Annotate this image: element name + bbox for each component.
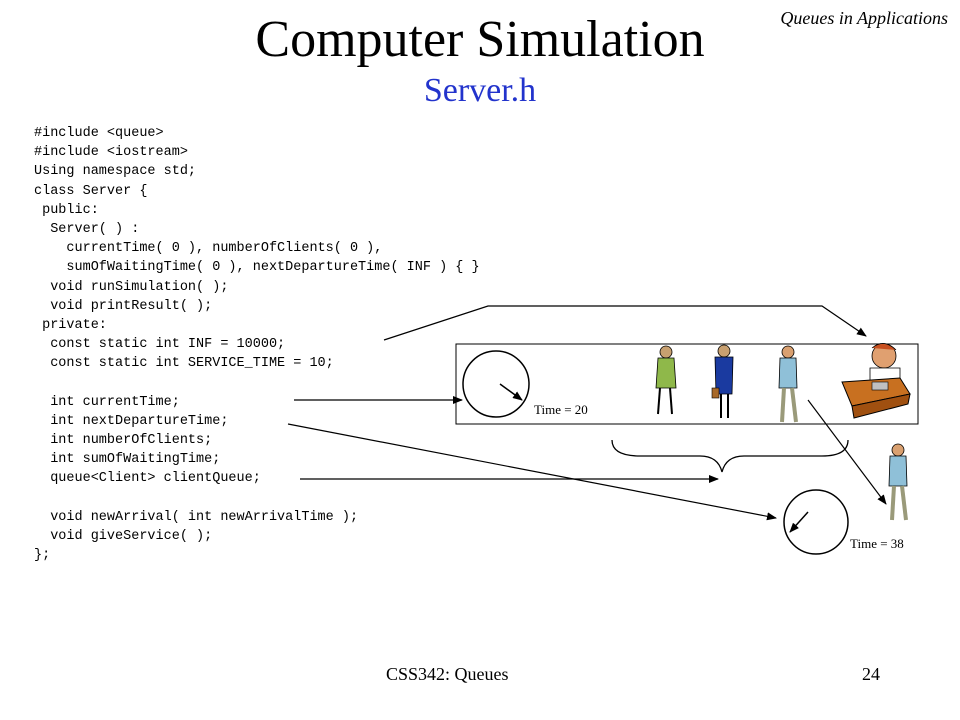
code-line: Server( ) : bbox=[34, 221, 140, 237]
code-line: void runSimulation( ); bbox=[34, 279, 229, 295]
clock-time-20 bbox=[462, 350, 530, 418]
code-line: private: bbox=[34, 317, 107, 333]
code-line: #include <queue> bbox=[34, 126, 164, 141]
queue-box bbox=[455, 343, 919, 425]
footer-course: CSS342: Queues bbox=[386, 664, 509, 684]
code-line: }; bbox=[34, 548, 51, 564]
section-header: Queues in Applications bbox=[780, 8, 948, 28]
code-line: int currentTime; bbox=[34, 394, 180, 410]
code-line: int numberOfClients; bbox=[34, 433, 213, 448]
code-line: void newArrival( int newArrivalTime ); bbox=[34, 509, 359, 525]
arrow-departure bbox=[807, 399, 887, 505]
arrow-departure-clock bbox=[287, 423, 777, 521]
queue-brace bbox=[611, 439, 849, 473]
person-icon bbox=[888, 443, 908, 521]
person-icon bbox=[655, 345, 677, 415]
slide-title: Computer Simulation bbox=[255, 11, 705, 68]
clock2-label: Time = 38 bbox=[850, 536, 904, 551]
person-icon bbox=[711, 344, 734, 418]
arrow-next-departure bbox=[383, 305, 867, 341]
slide-subtitle: Server.h bbox=[423, 72, 537, 109]
code-line: #include <iostream> bbox=[34, 145, 188, 161]
person-icon bbox=[778, 345, 798, 423]
code-line: Using namespace std; bbox=[34, 164, 197, 180]
code-line: sumOfWaitingTime( 0 ), nextDepartureTime… bbox=[34, 260, 480, 276]
code-line: void printResult( ); bbox=[34, 298, 213, 314]
code-line: void giveService( ); bbox=[34, 528, 213, 544]
code-line: currentTime( 0 ), numberOfClients( 0 ), bbox=[34, 241, 383, 257]
clock-time-38 bbox=[783, 489, 849, 555]
code-line: public: bbox=[34, 202, 99, 218]
clock1-label: Time = 20 bbox=[534, 402, 588, 417]
page-number: 24 bbox=[862, 664, 880, 684]
code-block: #include <queue> #include <iostream> Using… bbox=[34, 124, 480, 565]
code-line: int nextDepartureTime; bbox=[34, 413, 229, 429]
code-line: class Server { bbox=[34, 183, 148, 199]
code-line: const static int INF = 10000; bbox=[34, 337, 286, 353]
receptionist-desk-icon bbox=[841, 343, 911, 419]
code-line: int sumOfWaitingTime; bbox=[34, 452, 221, 468]
code-line: queue<Client> clientQueue; bbox=[34, 471, 261, 487]
code-line: const static int SERVICE_TIME = 10; bbox=[34, 356, 334, 372]
